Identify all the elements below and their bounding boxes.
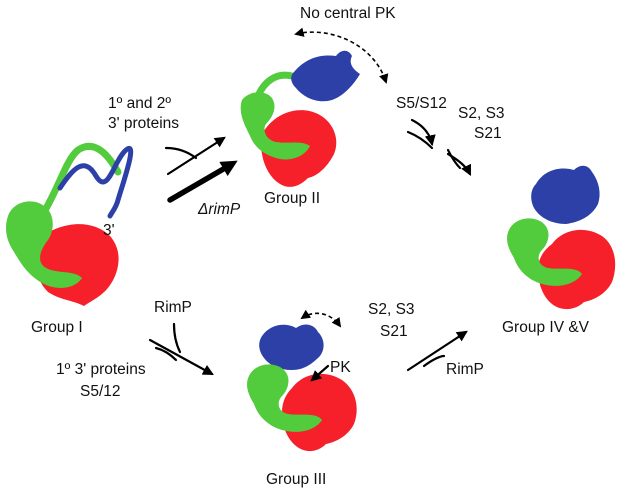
group-iii-label: Group III xyxy=(266,471,326,488)
primary-proteins-label-line1: 1º 3' proteins xyxy=(56,361,146,378)
group-i-rna-3prime xyxy=(57,145,134,219)
group-ii-to-iv-hook-2 xyxy=(446,148,462,170)
group-ii-complex xyxy=(240,50,360,187)
group-ii-green-domain xyxy=(240,92,310,160)
group-ii-to-iv-hook-1 xyxy=(406,130,434,150)
group-iii-dashed-arrow xyxy=(300,309,342,328)
group-i-label: Group I xyxy=(31,319,83,336)
group-ii-to-iv-arrow-1 xyxy=(410,118,436,147)
group-iii-complex xyxy=(247,324,357,452)
primary-secondary-label-line2: 3' proteins xyxy=(108,115,179,132)
group-iv-v-green-domain xyxy=(507,218,582,286)
s21-top-label: S21 xyxy=(474,125,502,142)
group-i-complex xyxy=(6,142,134,306)
group-iii-red-domain xyxy=(282,373,357,452)
rimp-right-label: RimP xyxy=(446,361,484,378)
group-iii-blue-domain xyxy=(259,324,324,370)
group-iii-green-domain xyxy=(247,364,322,432)
group-ii-blue-domain xyxy=(291,50,360,102)
no-central-pk-dashed-arrow xyxy=(294,27,389,84)
s21-bottom-label: S21 xyxy=(380,323,408,340)
group-i-to-iii-hook-top xyxy=(172,322,182,354)
group-i-rna-strand xyxy=(40,142,122,216)
group-iv-v-red-domain xyxy=(538,229,616,310)
group-i-green-domain xyxy=(6,201,82,288)
primary-proteins-label-line2: S5/12 xyxy=(80,383,121,400)
group-iv-v-label: Group IV &V xyxy=(502,319,590,336)
group-iii-to-iv-hook xyxy=(422,354,446,368)
delta-rimp-bold-arrow xyxy=(167,160,238,203)
group-iv-v-complex xyxy=(507,165,616,310)
group-i-to-ii-arrow xyxy=(166,136,226,176)
group-iii-to-iv-arrow xyxy=(406,330,468,372)
group-iii-pk-label: PK xyxy=(330,359,351,376)
group-ii-label: Group II xyxy=(264,190,320,207)
rimp-left-label: RimP xyxy=(154,299,192,316)
group-i-to-iii-hook-bottom xyxy=(154,346,178,362)
delta-rimp-label: ΔrimP xyxy=(197,201,241,218)
group-i-to-iii-arrow xyxy=(148,338,214,376)
group-iv-v-blue-domain xyxy=(531,165,600,224)
group-i-3prime-label: 3' xyxy=(103,222,115,239)
primary-secondary-label-line1: 1º and 2º xyxy=(108,95,171,112)
s2-s3-bottom-label: S2, S3 xyxy=(368,301,415,318)
s2-s3-top-label: S2, S3 xyxy=(458,105,505,122)
no-central-pk-label: No central PK xyxy=(300,5,396,22)
group-i-to-ii-binding-hook xyxy=(164,146,198,160)
s5-s12-label: S5/S12 xyxy=(396,95,447,112)
pk-pointer-arrow xyxy=(310,364,330,382)
